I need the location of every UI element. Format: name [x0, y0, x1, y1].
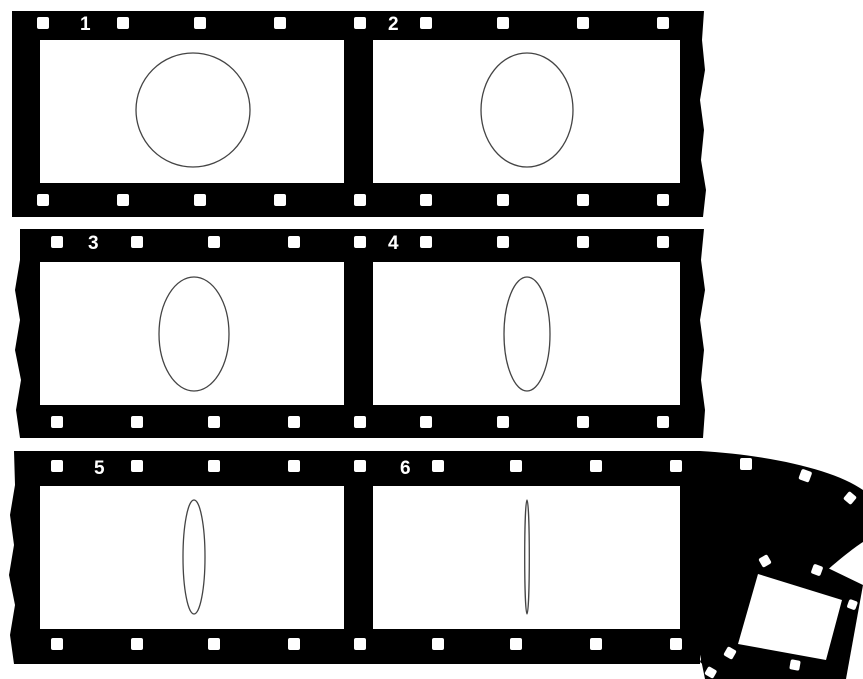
film-strip-3: 5 6 [9, 451, 700, 664]
frame-number-6: 6 [400, 458, 411, 479]
frame-number-5: 5 [94, 458, 105, 479]
film-strip-2: 3 4 [15, 229, 705, 438]
frame-number-4: 4 [388, 233, 399, 254]
frame-window-6 [373, 486, 680, 629]
frame-window-3 [40, 262, 344, 405]
frame-window-4 [373, 262, 680, 405]
frame-number-3: 3 [88, 233, 99, 254]
frame-window-1 [40, 40, 344, 183]
frame-number-1: 1 [80, 14, 91, 35]
film-curl [697, 451, 863, 679]
frame-window-2 [373, 40, 680, 183]
frame-number-2: 2 [388, 14, 399, 35]
frame-window-5 [40, 486, 344, 629]
film-strip-1: 1 2 [12, 11, 706, 217]
